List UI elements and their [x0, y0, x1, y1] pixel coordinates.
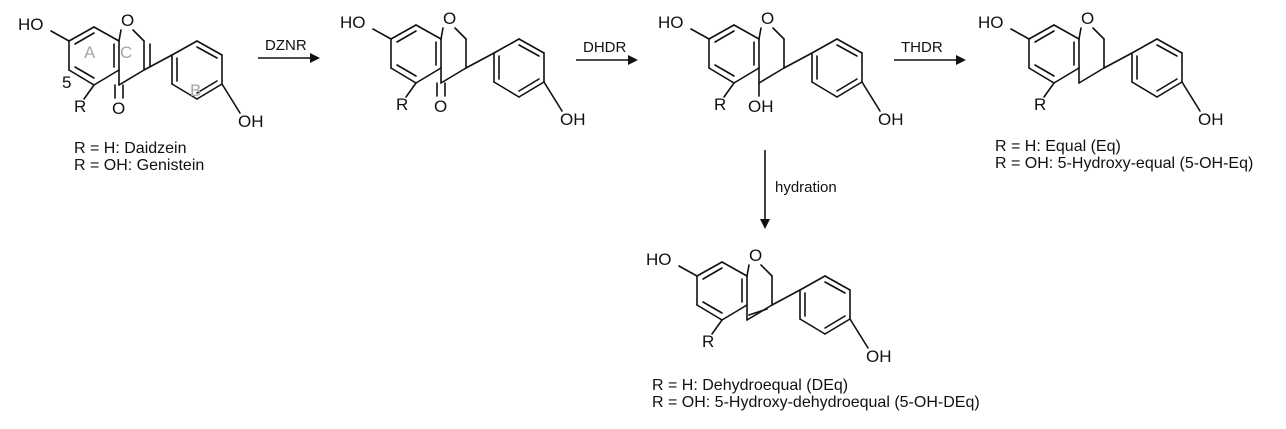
genistein-caption: R = OH: Genistein [74, 157, 204, 174]
molecule-isoflavanone: HO O O R OH [340, 9, 586, 129]
isoflavone-carbonyl-oxygen: O [112, 99, 125, 118]
isoflavone-r-label: R [74, 97, 86, 116]
molecule-isoflavone: HO O O R 5 OH A C B R = H: Daidzein R = … [18, 11, 264, 174]
dehydroequol-r-label: R [702, 332, 714, 351]
molecule-equol: HO O R OH R = H: Equal (Eq) R = OH: 5-Hy… [978, 9, 1253, 172]
isoflavanol-hydroxyl-label: OH [748, 97, 774, 116]
isoflavanone-r-label: R [396, 95, 408, 114]
dehydroequol-ring-oxygen: O [749, 246, 762, 265]
equol-ho-label: HO [978, 13, 1004, 32]
dznr-label: DZNR [265, 37, 307, 54]
isoflavanol-oh-label: OH [878, 110, 904, 129]
ring-b-label: B [190, 81, 201, 100]
equol-r-label: R [1034, 95, 1046, 114]
isoflavanol-ring-oxygen: O [761, 9, 774, 28]
isoflavanone-oh-label: OH [560, 110, 586, 129]
arrow-hydration: hydration [760, 150, 837, 229]
equol-ring-oxygen: O [1081, 9, 1094, 28]
isoflavanone-ho-label: HO [340, 13, 366, 32]
dhdr-label: DHDR [583, 39, 626, 56]
equol-bonds [1010, 24, 1201, 112]
hydroxy-dehydroequol-caption: R = OH: 5-Hydroxy-dehydroequal (5-OH-DEq… [652, 394, 980, 411]
molecule-isoflavanol: HO O OH R OH [658, 9, 904, 129]
hydration-label: hydration [775, 179, 837, 196]
isoflavone-ring-oxygen: O [121, 11, 134, 30]
hydroxy-equol-caption: R = OH: 5-Hydroxy-equal (5-OH-Eq) [995, 155, 1253, 172]
ring-c-label: C [120, 43, 132, 62]
isoflavone-position-5: 5 [62, 73, 71, 92]
isoflavanol-ho-label: HO [658, 13, 684, 32]
dehydroequol-caption: R = H: Dehydroequal (DEq) [652, 377, 848, 394]
isoflavanone-carbonyl-oxygen: O [434, 97, 447, 116]
ring-a-label: A [84, 43, 96, 62]
arrow-dhdr: DHDR [576, 39, 638, 65]
isoflavone-bonds [50, 26, 241, 114]
equol-caption: R = H: Equal (Eq) [995, 138, 1121, 155]
thdr-label: THDR [901, 39, 943, 56]
isoflavone-ho-label: HO [18, 15, 44, 34]
arrow-dznr: DZNR [258, 37, 320, 63]
isoflavanone-bonds [372, 24, 563, 112]
isoflavone-oh-label: OH [238, 112, 264, 131]
arrow-thdr: THDR [894, 39, 966, 65]
molecule-dehydroequol: HO O R OH R = H: Dehydroequal (DEq) R = … [646, 246, 980, 411]
dehydroequol-ho-label: HO [646, 250, 672, 269]
equol-oh-label: OH [1198, 110, 1224, 129]
daidzein-caption: R = H: Daidzein [74, 140, 187, 157]
dehydroequol-bonds [678, 261, 869, 349]
dehydroequol-oh-label: OH [866, 347, 892, 366]
isoflavanone-ring-oxygen: O [443, 9, 456, 28]
isoflavanol-bonds [690, 24, 881, 112]
isoflavanol-r-label: R [714, 95, 726, 114]
